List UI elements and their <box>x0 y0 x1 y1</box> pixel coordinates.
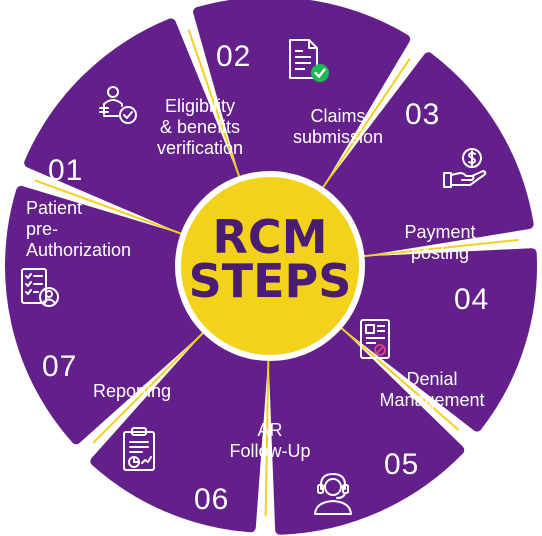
step-label-05: Denial Management <box>379 369 485 410</box>
step-label-04: Payment posting <box>404 222 476 263</box>
step-number-04: 04 <box>454 283 490 316</box>
step-label-03: Claims submission <box>292 106 384 147</box>
step-label-02: Eligibility & benefits verification <box>156 96 244 158</box>
step-label-07: Reporting <box>92 381 172 401</box>
segment-05 <box>268 327 465 535</box>
step-number-02: 02 <box>216 40 252 73</box>
step-number-01: 01 <box>48 154 84 187</box>
hand-dollar-icon <box>443 148 487 188</box>
segment-07 <box>5 185 204 445</box>
step-label-01: Patient pre- Authorization <box>26 198 132 260</box>
headset-agent-icon <box>314 473 352 515</box>
segment-06 <box>90 332 268 533</box>
divider-line <box>92 327 209 444</box>
document-check-icon <box>289 39 329 82</box>
step-label-06: AR Follow-Up <box>229 420 311 461</box>
segment-01 <box>24 18 239 234</box>
segment-03 <box>323 52 534 256</box>
segment-04 <box>340 248 537 432</box>
step-number-05: 05 <box>384 448 420 481</box>
divider-line <box>318 58 411 194</box>
checklist-user-icon <box>21 268 59 307</box>
step-number-03: 03 <box>405 98 441 131</box>
center-circle <box>175 171 365 361</box>
divider-line <box>357 238 519 258</box>
divider-line <box>335 322 460 431</box>
user-verify-icon <box>99 86 137 124</box>
step-number-07: 07 <box>42 350 78 383</box>
denied-document-icon <box>360 319 390 359</box>
divider-line <box>264 353 270 516</box>
center-title: RCM STEPS <box>188 210 352 308</box>
segment-02 <box>193 0 411 189</box>
clipboard-report-icon <box>123 427 155 471</box>
step-number-06: 06 <box>194 483 230 516</box>
divider-line <box>187 29 243 184</box>
divider-line <box>34 179 188 237</box>
